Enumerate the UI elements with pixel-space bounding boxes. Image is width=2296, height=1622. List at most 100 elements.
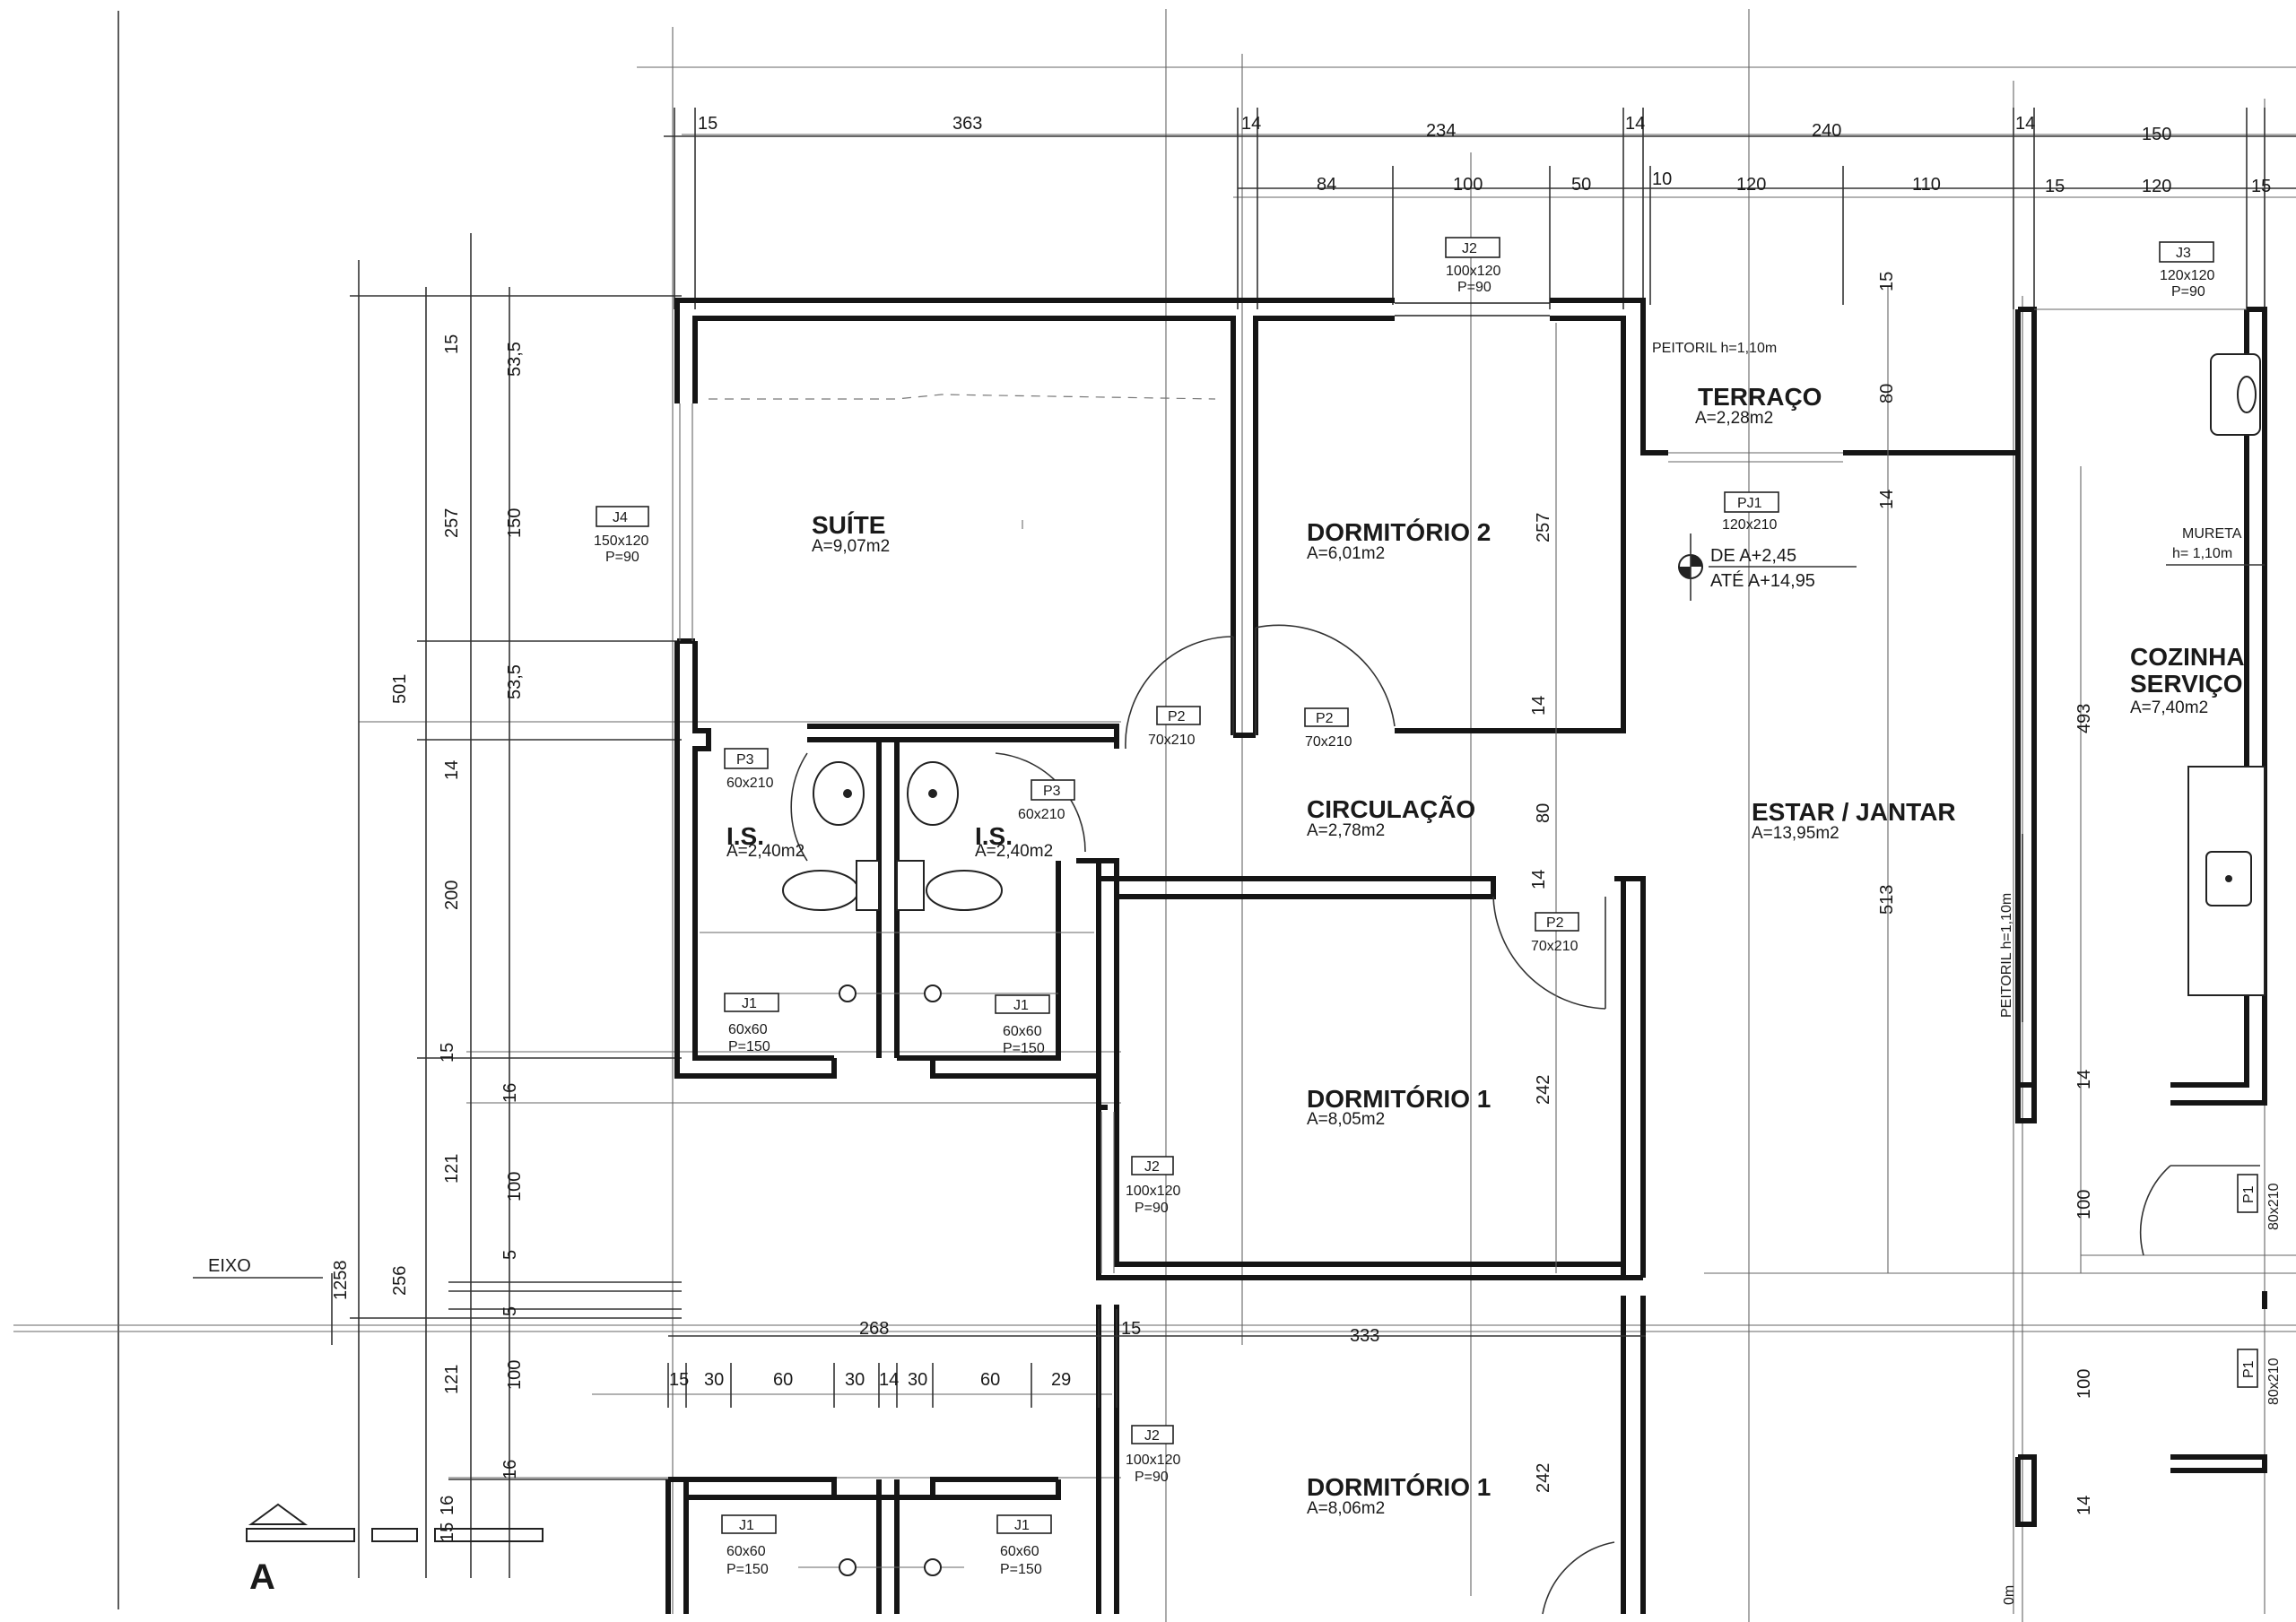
room-is-left-name: I.S. xyxy=(726,822,764,850)
dim-top-10: 10 xyxy=(1652,169,1672,189)
dim-top-14a: 14 xyxy=(1241,114,1261,134)
laundry-sink-bowl xyxy=(2237,376,2257,413)
room-suite-area: A=9,07m2 xyxy=(812,537,890,556)
room-servico-name: SERVIÇO xyxy=(2130,670,2243,698)
dim-left-256: 256 xyxy=(390,1266,410,1296)
room-circulacao-name: CIRCULAÇÃO xyxy=(1307,795,1475,823)
note-mureta: MURETA xyxy=(2182,526,2242,542)
tag-p1-b: P1 xyxy=(2241,1360,2257,1378)
room-is-left-area: A=2,40m2 xyxy=(726,842,804,861)
dim-int-14a: 14 xyxy=(1529,696,1549,716)
spec-j1-lower-right-sill: P=150 xyxy=(1000,1562,1042,1577)
spec-j1-lower-left-sill: P=150 xyxy=(726,1562,769,1577)
tag-j2-dorm1: J2 xyxy=(1144,1159,1160,1175)
dim-left-150: 150 xyxy=(505,508,525,538)
dim-bsm-60b: 60 xyxy=(980,1370,1000,1390)
spec-p1-a-size: 80x210 xyxy=(2266,1183,2282,1230)
tag-j1-lower-left: J1 xyxy=(739,1518,754,1533)
tag-j3: J3 xyxy=(2176,246,2191,261)
room-is-right-area: A=2,40m2 xyxy=(975,842,1053,861)
dim-left-15d: 15 xyxy=(438,1522,457,1542)
room-circulacao-area: A=2,78m2 xyxy=(1307,821,1385,840)
spec-p2-a-size: 70x210 xyxy=(1148,733,1196,748)
doors xyxy=(790,624,2260,1615)
dim-top-84: 84 xyxy=(1317,175,1336,195)
drain-left xyxy=(839,984,857,1002)
room-dorm1-area: A=8,05m2 xyxy=(1307,1110,1385,1129)
dim-bsm-29: 29 xyxy=(1051,1370,1071,1390)
bottom-dimension-chains: 268 15 333 15 30 60 30 14 30 60 29 xyxy=(667,1309,1646,1408)
dim-int-242b: 242 xyxy=(1534,1463,1553,1493)
opening-tags: J2 100x120 P=90 J3 120x120 P=90 J4 150x1… xyxy=(594,237,2282,1577)
dim-int-14c: 14 xyxy=(1877,490,1897,509)
toilet-left xyxy=(782,870,859,911)
section-triangle-icon xyxy=(248,1503,309,1525)
tag-p1-a: P1 xyxy=(2241,1185,2257,1203)
dim-top-240: 240 xyxy=(1812,121,1841,141)
note-level-ate: ATÉ A+14,95 xyxy=(1710,570,1815,591)
dim-top-120b: 120 xyxy=(2142,177,2171,196)
spec-p3-left-size: 60x210 xyxy=(726,776,774,791)
tag-p3-right: P3 xyxy=(1043,784,1061,799)
spec-j2-top-sill: P=90 xyxy=(1457,280,1492,295)
note-edge-0m: 0m xyxy=(2002,1585,2017,1605)
tag-p3-left: P3 xyxy=(736,752,754,768)
room-terraco-area: A=2,28m2 xyxy=(1695,409,1773,428)
dim-left-16a: 16 xyxy=(500,1083,520,1103)
dim-left-14: 14 xyxy=(442,760,462,780)
dim-int-100b: 100 xyxy=(2074,1369,2094,1399)
dim-top-15c: 15 xyxy=(2251,177,2271,196)
drain-lower-left xyxy=(839,1558,857,1576)
dim-top-100: 100 xyxy=(1453,175,1483,195)
spec-j1-lower-right-size: 60x60 xyxy=(1000,1544,1039,1559)
dim-left-15b: 15 xyxy=(438,1043,457,1063)
fixtures xyxy=(700,353,2266,1022)
drain-lower-right xyxy=(924,1558,942,1576)
walls xyxy=(665,298,2267,1614)
kitchen-sink-drain xyxy=(2225,875,2232,882)
dim-left-100a: 100 xyxy=(505,1172,525,1201)
note-mureta-height: h= 1,10m xyxy=(2172,546,2232,561)
tag-p2-a: P2 xyxy=(1168,709,1186,724)
section-label: A xyxy=(249,1557,275,1597)
drain-right xyxy=(924,984,942,1002)
dim-top-14b: 14 xyxy=(1625,114,1645,134)
dim-int-15: 15 xyxy=(1877,272,1897,291)
spec-j1-left-sill: P=150 xyxy=(728,1039,770,1054)
eixo-label: EIXO xyxy=(208,1256,251,1276)
room-dorm1-lower-name: DORMITÓRIO 1 xyxy=(1307,1473,1491,1501)
spec-j4-size: 150x120 xyxy=(594,533,648,549)
dim-top-110: 110 xyxy=(1912,175,1941,195)
dim-left-257: 257 xyxy=(442,508,462,538)
spec-p1-b-size: 80x210 xyxy=(2266,1357,2282,1405)
spec-p2-c-size: 70x210 xyxy=(1531,939,1578,954)
spec-p3-right-size: 60x210 xyxy=(1018,807,1065,822)
spec-j1-left-size: 60x60 xyxy=(728,1022,768,1037)
notes: PEITORIL h=1,10m PEITORIL h=1,10m MURETA… xyxy=(1652,341,2242,1605)
spec-j1-lower-left-size: 60x60 xyxy=(726,1544,766,1559)
dim-left-5a: 5 xyxy=(500,1250,520,1260)
tag-j1-left: J1 xyxy=(742,996,757,1011)
note-level-de: DE A+2,45 xyxy=(1710,546,1796,566)
spec-p2-b-size: 70x210 xyxy=(1305,734,1352,750)
dim-left-501: 501 xyxy=(390,674,410,704)
laundry-sink xyxy=(2210,353,2261,436)
dim-int-242a: 242 xyxy=(1534,1075,1553,1105)
sink-right-drain xyxy=(928,789,937,798)
toilet-right xyxy=(926,870,1003,911)
dim-top-363: 363 xyxy=(952,114,982,134)
tag-p2-c: P2 xyxy=(1546,915,1564,931)
spec-j3-size: 120x120 xyxy=(2160,268,2214,283)
spec-j2-lower-sill: P=90 xyxy=(1135,1470,1169,1485)
dim-bottom-333: 333 xyxy=(1350,1326,1379,1346)
dim-bsm-30b: 30 xyxy=(845,1370,865,1390)
spec-j4-sill: P=90 xyxy=(605,550,639,565)
tag-j4: J4 xyxy=(613,510,628,525)
room-dorm1-name: DORMITÓRIO 1 xyxy=(1307,1085,1491,1113)
room-dorm2-area: A=6,01m2 xyxy=(1307,544,1385,563)
note-peitoril-top: PEITORIL h=1,10m xyxy=(1652,341,1777,356)
room-is-right-name: I.S. xyxy=(975,822,1013,850)
dim-top-150: 150 xyxy=(2142,125,2171,144)
dim-top-120a: 120 xyxy=(1736,175,1766,195)
